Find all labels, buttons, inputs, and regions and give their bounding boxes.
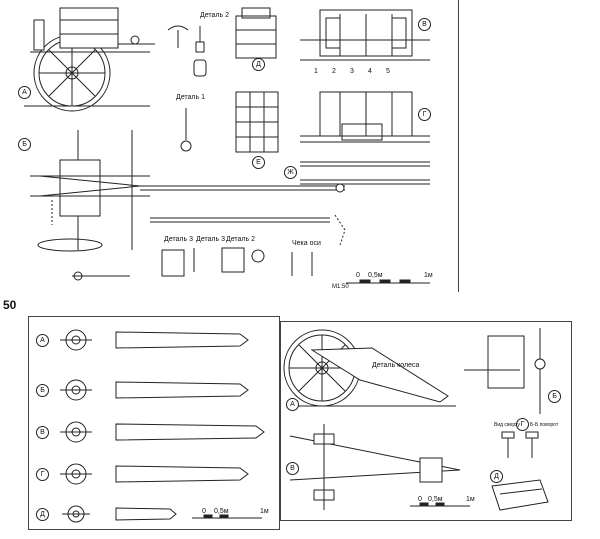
view-label-e: Е [252,156,265,169]
bl-scale-start: 0 [202,508,206,515]
barrel-label-g: Г [36,468,49,481]
view-label-zh: Ж [284,166,297,179]
detail-2-hook [167,25,207,77]
view-label-d: Д [252,58,265,71]
view-e-grid [235,91,279,153]
detail-label-axle-pin: Чека оси [292,240,321,247]
bottom-left-scale-bar [192,514,262,519]
callout-3: 3 [350,68,354,75]
barrel-label-d: Д [36,508,49,521]
gun-label-b: Б [548,390,561,403]
view-b-limber-plan [30,130,345,252]
detail-label-3b: Деталь 3 [196,236,225,243]
detail-1-pin [180,108,192,152]
view-g-underside [300,91,430,143]
top-scale-mid: 0,5м [368,272,383,279]
view-v-top-plan [300,9,430,61]
barrel-row-a [60,329,249,351]
view-b-field-gun-front [464,328,546,414]
br-scale-end: 1м [466,496,475,503]
view-label-a: А [18,86,31,99]
gun-label-g: Г [516,418,529,431]
barrel-row-b [60,379,249,401]
view-label-v: В [418,18,431,31]
br-scale-mid: 0,5м [428,496,443,503]
detail-label-3a: Деталь 3 [164,236,193,243]
barrel-row-v [60,421,265,443]
bl-scale-mid: 0,5м [214,508,229,515]
view-v-field-gun-plan [289,424,461,510]
barrel-label-b: Б [36,384,49,397]
barrel-row-d [62,505,177,523]
barrel-label-v: В [36,426,49,439]
gun-label-a: А [286,398,299,411]
gun-annotation-wheel: Деталь колеса [372,362,420,369]
br-scale-start: 0 [418,496,422,503]
callout-2: 2 [332,68,336,75]
callout-5: 5 [386,68,390,75]
callout-1: 1 [314,68,318,75]
small-details-row [72,247,313,281]
barrel-label-a: А [36,334,49,347]
top-scale-start: 0 [356,272,360,279]
barrel-row-g [60,463,249,485]
view-d-box-detail [491,479,549,511]
figure-number: 50 [3,298,17,312]
rod-with-chain [150,214,346,246]
view-zh-bars [300,161,430,185]
gun-label-d: Д [490,470,503,483]
gun-annotation-top: Вид сверху [494,422,521,428]
view-label-b: Б [18,138,31,151]
detail-label-2-top: Деталь 2 [200,12,229,19]
detail-label-1: Деталь 1 [176,94,205,101]
view-d-box [235,7,277,59]
gun-label-v: В [286,462,299,475]
bottom-right-scale-bar [410,502,470,507]
callout-4: 4 [368,68,372,75]
detail-label-2-bottom: Деталь 2 [226,236,255,243]
gun-annotation-turn: Б-Б поворот [530,422,559,428]
view-label-g: Г [418,108,431,121]
barrels-drawing-sheet [28,316,280,530]
view-a-wagon-side [24,7,155,112]
top-scale-prefix: М1:50 [332,284,349,290]
top-scale-bar [346,279,430,284]
view-a-field-gun-side [283,329,456,407]
view-g-detail-bolts [501,431,539,458]
top-scale-end: 1м [424,272,433,279]
bl-scale-end: 1м [260,508,269,515]
